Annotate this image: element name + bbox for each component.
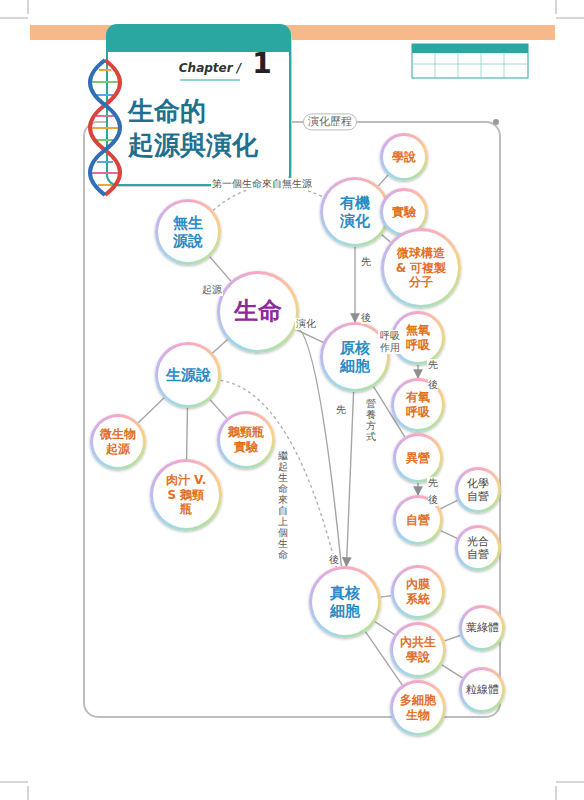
frame-dot	[493, 119, 499, 125]
concept-circle: 無生源說	[155, 199, 221, 265]
concept-circle: 真核細胞	[309, 566, 381, 638]
edge-label: 先	[427, 359, 439, 371]
detail-circle: 化學自營	[455, 467, 501, 513]
connector	[346, 392, 353, 566]
node-label: 原核細胞	[339, 339, 371, 376]
node-label: 生源說	[166, 366, 211, 384]
connector	[378, 175, 388, 186]
edge-label: 先	[360, 256, 372, 268]
edge-label: 營養方式	[365, 398, 377, 442]
title-spacer	[210, 94, 266, 128]
node-label: 葉綠體	[466, 621, 499, 634]
node-label: 光合自營	[466, 535, 490, 562]
edge-label: 呼吸作用	[378, 330, 402, 354]
edge-label: 先	[427, 477, 439, 489]
node-label: 學說	[392, 150, 416, 165]
edge-label: 繼起生命來自上個生命	[277, 450, 289, 560]
connector	[375, 622, 395, 635]
connector	[381, 596, 392, 597]
order-label: 後	[329, 554, 339, 566]
section-label: 演化歷程	[303, 113, 357, 130]
connector	[213, 339, 228, 352]
topic-circle: 肉汁 V.S 鵝頸瓶	[150, 459, 222, 531]
node-label: 肉汁 V.S 鵝頸瓶	[163, 473, 209, 517]
node-label: 實驗	[392, 205, 416, 220]
order-label: 後	[428, 494, 438, 506]
node-label: 有機演化	[339, 194, 371, 231]
title-text: 生命的起源與演化	[128, 96, 258, 160]
topic-circle: 內膜系統	[391, 565, 445, 619]
connector	[210, 257, 231, 281]
order-label: 後	[361, 312, 371, 324]
connector	[210, 400, 227, 419]
topic-circle: 鵝頸瓶實驗	[217, 411, 275, 469]
node-label: 粒線體	[466, 683, 499, 696]
connector	[354, 247, 355, 322]
connector	[417, 483, 418, 495]
connector	[417, 365, 418, 378]
chapter-label: Chapter /	[179, 61, 241, 75]
node-label: 內共生學說	[399, 635, 437, 664]
node-label: 有氧呼吸	[405, 390, 431, 419]
order-label: 後	[428, 379, 438, 391]
node-label: 微球構造 & 可複製分子	[392, 246, 450, 290]
map-frame	[84, 122, 500, 717]
node-label: 生命	[234, 297, 282, 326]
connector	[138, 398, 164, 423]
connector	[442, 665, 463, 678]
topic-circle: 內共生學說	[390, 622, 446, 678]
topic-circle: 多細胞生物	[390, 680, 446, 736]
node-label: 多細胞生物	[399, 693, 437, 722]
concept-circle: 生源說	[155, 342, 221, 408]
connector	[440, 500, 457, 509]
node-label: 無生源說	[172, 214, 204, 251]
node-label: 內膜系統	[405, 577, 431, 606]
topic-circle: 微生物起源	[90, 414, 146, 470]
connector	[186, 408, 188, 459]
edge-label: 演化	[295, 318, 317, 330]
connector	[295, 329, 323, 342]
detail-circle: 粒線體	[459, 667, 505, 713]
node-label: 無氧呼吸	[405, 323, 431, 352]
edge-label: 起源	[201, 284, 223, 296]
edge-label: 先	[335, 404, 347, 416]
connector	[444, 635, 460, 640]
chapter-header	[107, 25, 292, 187]
connector	[441, 531, 458, 539]
detail-circle: 葉綠體	[459, 605, 505, 651]
topic-circle: 微球構造 & 可複製分子	[381, 228, 462, 309]
node-label: 化學自營	[466, 477, 490, 504]
topic-circle: 學說	[380, 133, 428, 181]
edge-label: 第一個生命來自無生源	[211, 178, 313, 190]
connector	[382, 235, 391, 242]
node-label: 自營	[406, 513, 430, 528]
info-table	[412, 44, 528, 78]
node-label: 微生物起源	[99, 427, 137, 456]
chapter-number: 1	[252, 47, 271, 81]
detail-circle: 光合自營	[455, 525, 501, 571]
node-label: 真核細胞	[329, 584, 361, 621]
node-label: 鵝頸瓶實驗	[227, 425, 265, 454]
chapter-title: 生命的起源與演化	[128, 94, 266, 162]
central-circle: 生命	[217, 271, 299, 353]
connector	[221, 380, 337, 567]
dna-illustration	[90, 60, 120, 195]
topic-circle: 異營	[393, 433, 443, 483]
node-label: 異營	[406, 451, 430, 466]
